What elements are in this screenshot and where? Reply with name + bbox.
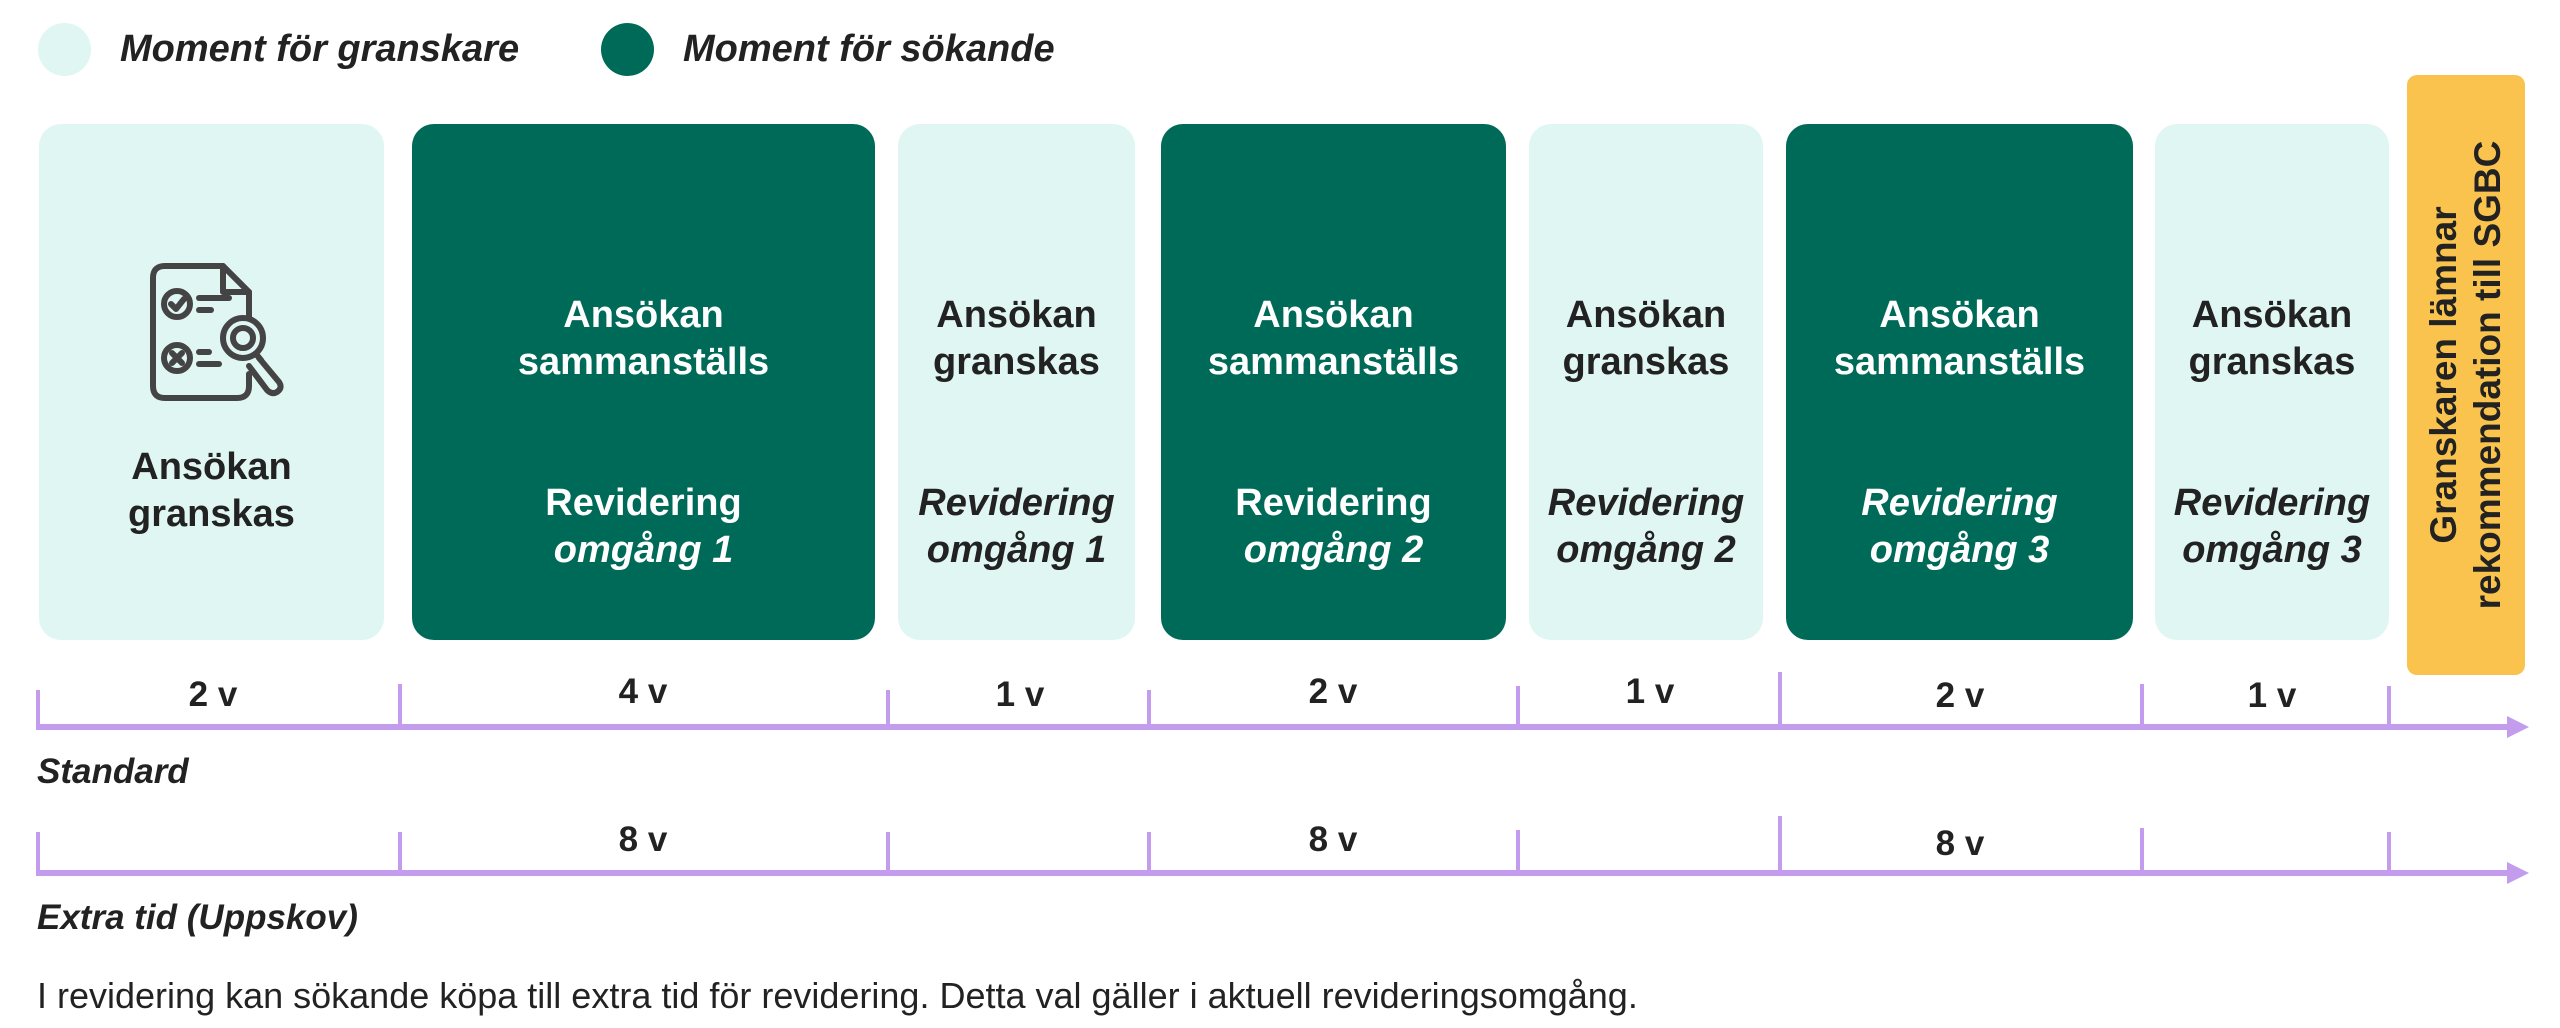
card-subtitle: Revidering omgång 3	[1861, 482, 2058, 571]
extra-axis-line	[36, 870, 2512, 876]
duration-label: 2 v	[188, 675, 238, 714]
legend-applicant-swatch	[601, 23, 654, 76]
card-subtitle: Revidering omgång 2	[1235, 482, 1432, 571]
tick	[1778, 816, 1782, 874]
duration-label: 1 v	[2247, 676, 2297, 715]
duration-label: 1 v	[1625, 672, 1675, 711]
step-card-compile-round-3: Ansökan sammanställs Revidering omgång 3	[1786, 124, 2133, 640]
card-title: Ansökan sammanställs	[517, 294, 770, 383]
tick	[2387, 686, 2391, 728]
card-subtitle: Revidering omgång 1	[918, 482, 1115, 571]
step-card-review-round-3: Ansökan granskas Revidering omgång 3	[2155, 124, 2389, 640]
tick	[1516, 686, 1520, 728]
card-title: Ansökan granskas	[128, 446, 295, 535]
arrow-right-icon	[2507, 862, 2529, 884]
duration-label: 8 v	[618, 820, 668, 859]
legend-reviewer-swatch	[38, 23, 91, 76]
card-title: Ansökan granskas	[2188, 294, 2356, 383]
legend-applicant-label: Moment för sökande	[683, 28, 1055, 70]
card-title: Ansökan granskas	[1562, 294, 1730, 383]
step-card-review-round-1: Ansökan granskas Revidering omgång 1	[898, 124, 1135, 640]
tick	[2387, 832, 2391, 874]
tick	[1778, 672, 1782, 728]
tick	[398, 832, 402, 874]
extra-track-label: Extra tid (Uppskov)	[37, 898, 358, 937]
card-subtitle: Revidering omgång 3	[2173, 482, 2371, 571]
duration-label: 8 v	[1308, 820, 1358, 859]
final-recommendation-text: Granskaren lämnar rekommendation till SG…	[2423, 140, 2508, 610]
duration-label: 1 v	[995, 675, 1045, 714]
standard-axis-line	[36, 724, 2512, 730]
step-card-compile-round-1: Ansökan sammanställs Revidering omgång 1	[412, 124, 875, 640]
legend-reviewer-label: Moment för granskare	[120, 28, 520, 70]
card-title: Ansökan granskas	[933, 294, 1100, 383]
duration-label: 2 v	[1308, 672, 1358, 711]
tick	[1147, 832, 1151, 874]
tick	[36, 690, 40, 728]
tick	[886, 690, 890, 728]
standard-track-label: Standard	[37, 752, 189, 791]
card-title: Ansökan sammanställs	[1833, 294, 2086, 383]
tick	[2140, 684, 2144, 728]
card-subtitle: Revidering omgång 1	[545, 482, 742, 571]
arrow-right-icon	[2507, 716, 2529, 738]
duration-label: 2 v	[1935, 676, 1985, 715]
document-review-icon	[150, 263, 284, 401]
card-title: Ansökan sammanställs	[1207, 294, 1460, 383]
duration-label: 8 v	[1935, 824, 1985, 863]
duration-label: 4 v	[618, 672, 668, 711]
step-card-review-round-2: Ansökan granskas Revidering omgång 2	[1529, 124, 1763, 640]
step-card-initial-review: Ansökan granskas	[39, 124, 384, 640]
tick	[1147, 690, 1151, 728]
tick	[1516, 830, 1520, 874]
tick	[886, 832, 890, 874]
card-subtitle: Revidering omgång 2	[1547, 482, 1745, 571]
final-recommendation-card: Granskaren lämnar rekommendation till SG…	[2407, 75, 2525, 675]
step-card-compile-round-2: Ansökan sammanställs Revidering omgång 2	[1161, 124, 1506, 640]
tick	[2140, 828, 2144, 874]
tick	[36, 832, 40, 874]
tick	[398, 684, 402, 728]
footnote: I revidering kan sökande köpa till extra…	[37, 975, 1638, 1016]
